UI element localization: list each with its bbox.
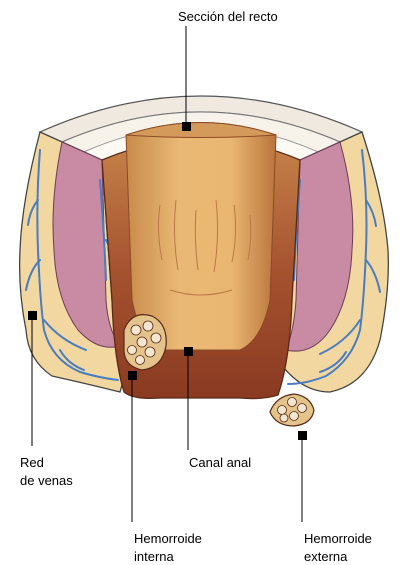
label-hemorroide-externa-1: Hemorroide <box>304 531 372 546</box>
label-seccion-recto: Sección del recto <box>178 9 278 24</box>
label-red-venas-1: Red <box>20 455 44 470</box>
label-hemorroide-interna-1: Hemorroide <box>134 531 202 546</box>
label-hemorroide-externa-2: externa <box>304 549 348 564</box>
label-red-venas-2: de venas <box>20 473 73 488</box>
label-canal-anal: Canal anal <box>189 455 251 470</box>
internal-hemorrhoid <box>124 315 166 370</box>
label-hemorroide-interna-2: interna <box>134 549 175 564</box>
leader-hemorroide-externa <box>298 431 307 522</box>
external-hemorrhoid <box>270 394 314 426</box>
